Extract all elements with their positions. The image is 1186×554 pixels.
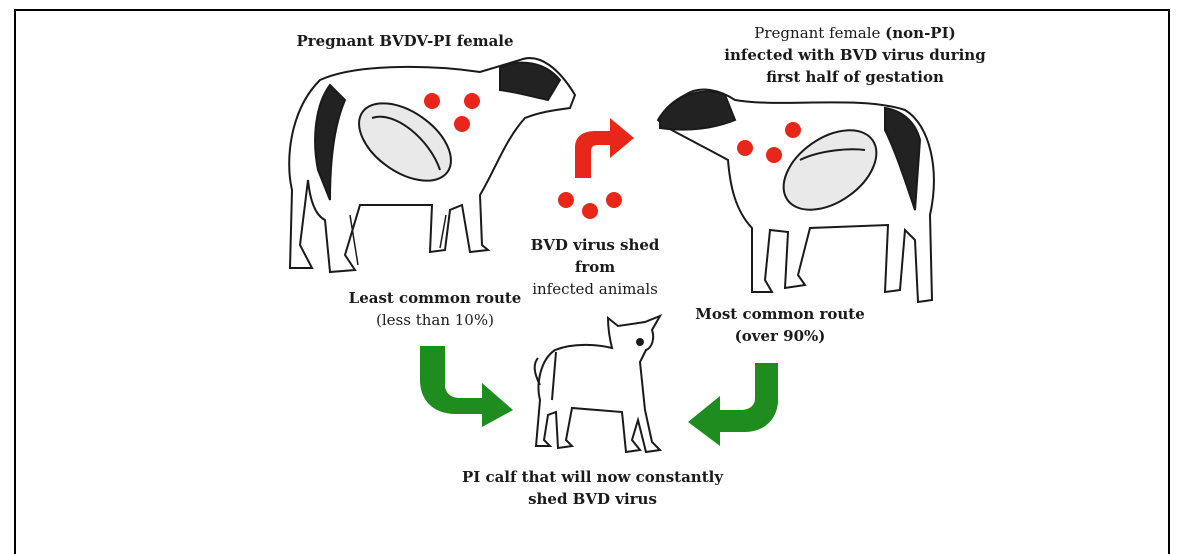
virus-dots-shed [558, 192, 622, 219]
virus-dot-icon [606, 192, 622, 208]
virus-shed-label: BVD virus shed from infected animals [510, 234, 680, 300]
virus-dot-icon [464, 93, 480, 109]
non-pi-female-label: Pregnant female (non-PI) infected with B… [690, 22, 1020, 88]
non-pi-line1-b: (non-PI) [885, 24, 956, 42]
least-route-label: Least common route (less than 10%) [335, 287, 535, 331]
most-route-line1: Most common route [680, 303, 880, 325]
virus-dot-icon [424, 93, 440, 109]
non-pi-line3: first half of gestation [690, 66, 1020, 88]
virus-dot-icon [785, 122, 801, 138]
transmission-arrow-icon [575, 118, 634, 178]
pi-calf-icon [535, 316, 660, 452]
virus-dot-icon [558, 192, 574, 208]
non-pi-female-cow-icon [658, 90, 934, 302]
most-route-arrow-icon [688, 363, 778, 446]
pi-calf-line2: shed BVD virus [460, 488, 725, 510]
virus-shed-line1: BVD virus shed from [510, 234, 680, 278]
most-route-label: Most common route (over 90%) [680, 303, 880, 347]
least-route-line2: (less than 10%) [335, 309, 535, 331]
non-pi-line1-a: Pregnant female [754, 24, 880, 42]
pi-female-label: Pregnant BVDV-PI female [290, 30, 520, 52]
virus-dot-icon [582, 203, 598, 219]
virus-dot-icon [737, 140, 753, 156]
virus-dot-icon [766, 147, 782, 163]
virus-dot-icon [454, 116, 470, 132]
most-route-line2: (over 90%) [680, 325, 880, 347]
least-route-arrow-icon [420, 346, 513, 427]
least-route-line1: Least common route [335, 287, 535, 309]
pi-calf-label: PI calf that will now constantly shed BV… [460, 466, 725, 510]
pi-calf-line1: PI calf that will now constantly [460, 466, 725, 488]
non-pi-line2: infected with BVD virus during [690, 44, 1020, 66]
virus-shed-line2: infected animals [510, 278, 680, 300]
